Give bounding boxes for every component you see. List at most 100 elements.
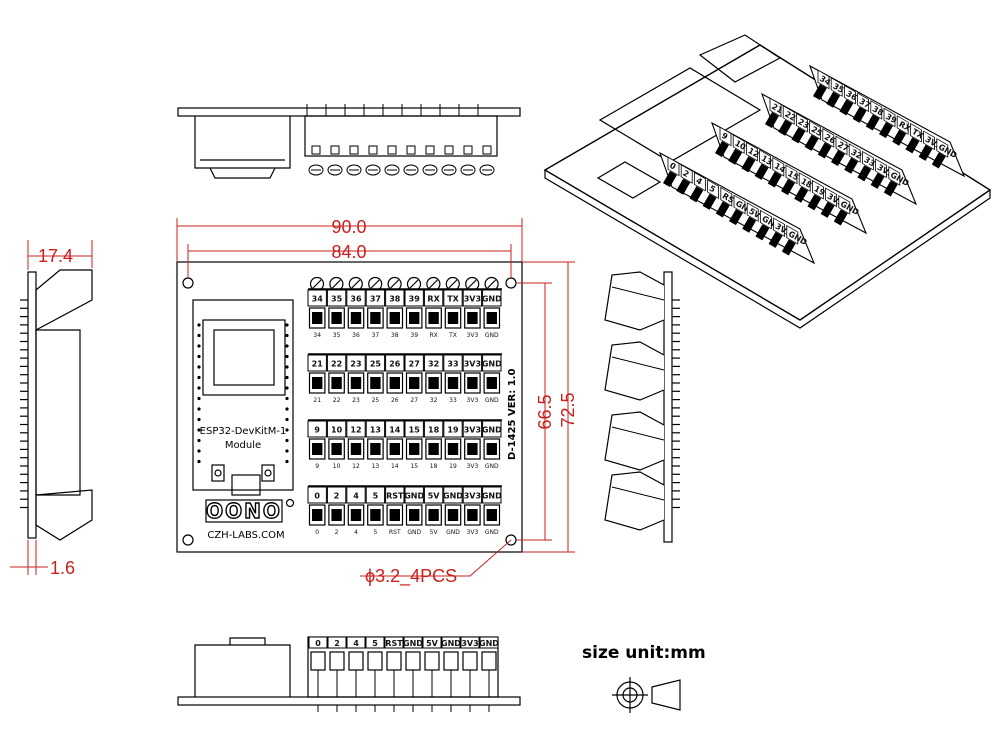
header-pin	[197, 333, 201, 338]
terminal-label: 21	[312, 360, 324, 369]
header-pin	[285, 333, 289, 338]
terminal-label: 35	[331, 295, 343, 304]
terminal-sublabel: GND	[485, 529, 499, 536]
header-pin	[197, 438, 201, 443]
bottom-view-label: 4	[353, 639, 359, 648]
bottom-view-terminal: 4	[346, 636, 366, 712]
header-pin	[197, 428, 201, 432]
terminal-label: 39	[409, 295, 421, 304]
iso-terminal: 10	[728, 134, 748, 165]
header-pin	[285, 323, 289, 327]
module-sublabel: Module	[225, 440, 261, 451]
top-view-slot	[444, 145, 454, 155]
clamp-slot	[486, 443, 497, 455]
terminal-label: 19	[447, 426, 459, 435]
clamp-slot	[428, 443, 439, 455]
esp32-module: ESP32-DevKitM-1 Module	[192, 299, 294, 496]
right-view-blocks	[604, 271, 665, 531]
terminal-sublabel: 37	[372, 332, 380, 339]
header-pin	[285, 386, 289, 390]
clamp-slot	[428, 312, 439, 324]
terminal-sublabel: RST	[389, 529, 401, 536]
terminal-sublabel: 0	[315, 529, 319, 536]
terminal-label: 38	[389, 295, 401, 304]
terminal-sublabel: GND	[407, 529, 421, 536]
iso-terminal: 2	[676, 164, 693, 195]
bottom-view-label: GND	[403, 639, 423, 648]
terminal-label: 10	[331, 426, 343, 435]
terminal-sublabel: 27	[410, 397, 418, 404]
top-screw	[329, 276, 344, 292]
terminal-sublabel: 3V3	[467, 463, 479, 470]
terminal-label: 25	[370, 360, 382, 369]
boot-button	[211, 464, 225, 482]
top-view-esp-module	[194, 116, 291, 179]
iso-terminal: TX	[905, 122, 926, 154]
header-pin	[197, 407, 201, 411]
clamp-slot	[370, 509, 381, 521]
height-outer-dimension: 72.5	[558, 392, 578, 427]
terminal-label: 9	[314, 426, 320, 435]
top-view-pcb-edge	[177, 107, 521, 117]
bottom-view-label: 5	[372, 639, 378, 648]
terminal-label: 4	[353, 492, 359, 501]
iso-terminal: 34	[813, 69, 833, 101]
terminal-label: 26	[389, 360, 401, 369]
iso-logo	[596, 161, 662, 199]
bottom-view-terminal: 3V3	[460, 636, 480, 712]
clamp-slot	[447, 443, 459, 455]
clamp-slot	[447, 377, 459, 389]
iso-terminal: 13	[754, 149, 774, 180]
terminal-label: GND	[443, 492, 463, 501]
header-pin	[197, 459, 201, 464]
header-pin	[285, 459, 289, 464]
iso-terminal: 23	[791, 112, 811, 144]
right-view-terminal-block	[604, 411, 665, 471]
clamp-slot	[389, 312, 400, 324]
header-pin	[285, 375, 289, 380]
header-pin	[285, 354, 289, 359]
terminal-sublabel: 4	[354, 529, 358, 536]
header-pin	[285, 438, 289, 443]
clamp-slot	[312, 509, 323, 521]
bottom-view-terminal: GND	[403, 636, 423, 712]
left-view-block-bottom	[35, 489, 93, 541]
top-view-slot	[311, 145, 321, 155]
terminal-sublabel: 19	[449, 463, 457, 470]
iso-terminal-rows: 0245RSTGND5VGND3V3GND9101213141518193V3G…	[659, 64, 966, 265]
clamp-slot	[331, 443, 342, 455]
size-unit-label: size unit:mm	[582, 643, 706, 663]
iso-terminal: 5V	[742, 202, 763, 233]
iso-terminal: 39	[879, 107, 899, 139]
terminal-sublabel: GND	[485, 463, 499, 470]
logo-text: OONO	[206, 499, 282, 523]
header-pin	[197, 417, 201, 422]
right-view-terminal-block	[604, 341, 665, 401]
terminal-sublabel: 5	[373, 529, 377, 536]
terminal-label: 13	[370, 426, 381, 435]
mount-hole-tr	[505, 277, 517, 289]
iso-terminal: 0	[663, 156, 680, 188]
clamp-slot	[409, 312, 420, 324]
right-view-terminal-block	[604, 471, 665, 531]
iso-terminal-label: 0	[668, 161, 678, 172]
header-pin	[285, 344, 289, 348]
terminal-label: GND	[482, 360, 502, 369]
terminal-sublabel: 36	[352, 332, 360, 339]
header-pin	[197, 375, 201, 380]
left-view-pcb	[27, 271, 37, 539]
clamp-slot	[331, 312, 342, 324]
